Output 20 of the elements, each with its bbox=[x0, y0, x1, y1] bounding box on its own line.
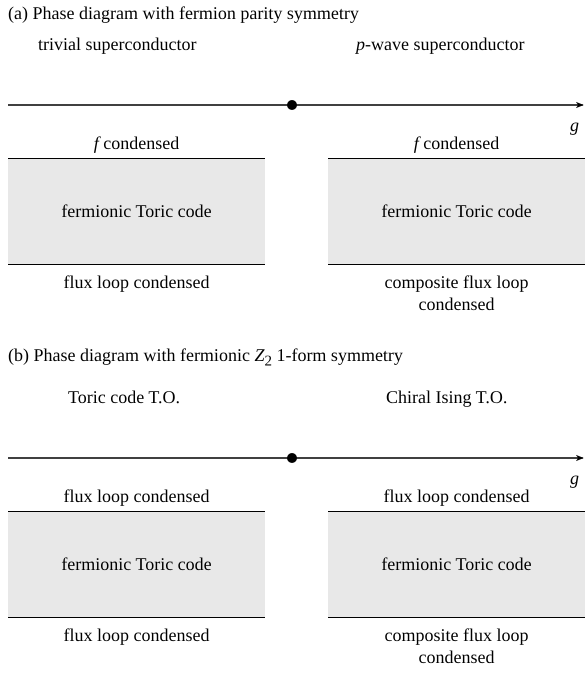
condensate-label: composite flux loop condensed bbox=[384, 271, 530, 315]
panel-title: (b) Phase diagram with fermionic Z$_{2}$ 1-form symmetry bbox=[8, 344, 403, 372]
condensate-label: composite flux loop condensed bbox=[384, 624, 530, 668]
condensate-label: flux loop condensed bbox=[62, 624, 210, 646]
axis-label: g bbox=[570, 114, 579, 136]
phase-label: p-wave superconductor bbox=[356, 33, 524, 55]
condensate-label: flux loop condensed bbox=[382, 485, 530, 507]
condensate-label: f condensed bbox=[92, 132, 180, 154]
condensate-label: f condensed bbox=[412, 132, 500, 154]
phase-box: fermionic Toric code bbox=[8, 158, 265, 265]
panel-title: (a) Phase diagram with fermion parity symmetry bbox=[8, 2, 359, 24]
phase-box: fermionic Toric code bbox=[328, 511, 585, 618]
axis-label: g bbox=[570, 467, 579, 489]
condensate-label: flux loop condensed bbox=[62, 485, 210, 507]
phase-label: trivial superconductor bbox=[38, 33, 196, 55]
condensate-label: flux loop condensed bbox=[62, 271, 210, 293]
phase-box: fermionic Toric code bbox=[8, 511, 265, 618]
phase-label: Chiral Ising T.O. bbox=[386, 386, 508, 408]
phase-box: fermionic Toric code bbox=[328, 158, 585, 265]
phase-label: Toric code T.O. bbox=[68, 386, 180, 408]
